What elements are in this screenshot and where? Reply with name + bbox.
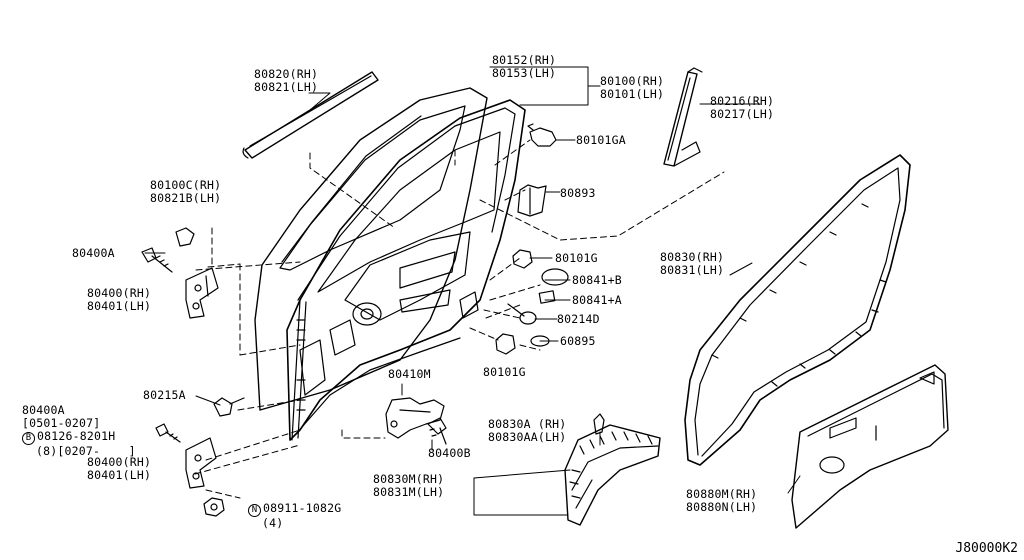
bracket-lines [144, 66, 801, 516]
check-link-80410M [385, 397, 445, 439]
label-80400-upper: 80400(RH)80401(LH) [87, 286, 152, 313]
label-80100: 80100(RH)80101(LH) [600, 74, 665, 101]
bolt-80400A-upper [141, 247, 173, 273]
weatherstrip-80820 [242, 71, 379, 159]
label-80216: 80216(RH)80217(LH) [710, 94, 775, 121]
label-80841B: 80841+B [572, 273, 622, 287]
label-80893: 80893 [560, 186, 596, 200]
label-80830: 80830(RH)80831(LH) [660, 250, 725, 277]
label-80100C: 80100C(RH)80821B(LH) [150, 178, 222, 205]
label-80214D: 80214D [557, 312, 600, 326]
moulding-80830M [564, 424, 661, 526]
label-80400-lower: 80400(RH)80401(LH) [87, 455, 152, 482]
clip-80101GA [527, 123, 557, 147]
label-80400A-upper: 80400A [72, 246, 115, 260]
sash-80216 [663, 67, 703, 167]
label-80215A: 80215A [143, 388, 186, 402]
bolt-08126-8201H [155, 423, 181, 443]
label-80101G-upper: 80101G [555, 251, 598, 265]
leader-lines [194, 139, 725, 499]
seal-80841A [538, 290, 556, 304]
label-80101GA: 80101GA [576, 133, 626, 147]
bolt-symbol-icon: B [22, 432, 35, 445]
label-80101G-lower: 80101G [483, 365, 526, 379]
seal-80841B [541, 268, 569, 286]
bracket-80893 [517, 184, 547, 217]
nut-08911-1082G [203, 497, 225, 517]
label-60895: 60895 [560, 334, 596, 348]
label-80841A: 80841+A [572, 293, 622, 307]
door-inner-80100 [286, 99, 526, 441]
trim-panel-80880M [791, 364, 949, 529]
bolt-80400B [427, 417, 447, 445]
label-80830M: 80830M(RH)80831M(LH) [373, 472, 445, 499]
label-80830A: 80830A (RH)80830AA(LH) [488, 417, 567, 444]
label-80410M: 80410M [388, 367, 431, 381]
plug-80101G-lower [495, 333, 516, 355]
label-80400A-lower: 80400A[0501-0207] [22, 403, 101, 430]
hinge-lower-80400 [185, 437, 217, 489]
diagram-code: J80000K2 [955, 541, 1018, 556]
seal-60895 [530, 335, 550, 347]
plug-80101G-upper [512, 249, 533, 269]
bolt-80215A [213, 397, 245, 417]
nut-symbol-icon: N [248, 504, 261, 517]
weatherstrip-80830 [684, 154, 911, 466]
label-80152: 80152(RH)80153(LH) [492, 53, 557, 80]
clip-80100C [175, 227, 195, 247]
hinge-upper-80400 [185, 267, 219, 319]
bolt-80214D [507, 303, 537, 325]
label-80400B: 80400B [428, 446, 471, 460]
label-80880: 80880M(RH)80880N(LH) [686, 487, 758, 514]
clip-80830A [593, 413, 605, 435]
label-80820: 80820(RH)80821(LH) [254, 67, 319, 94]
